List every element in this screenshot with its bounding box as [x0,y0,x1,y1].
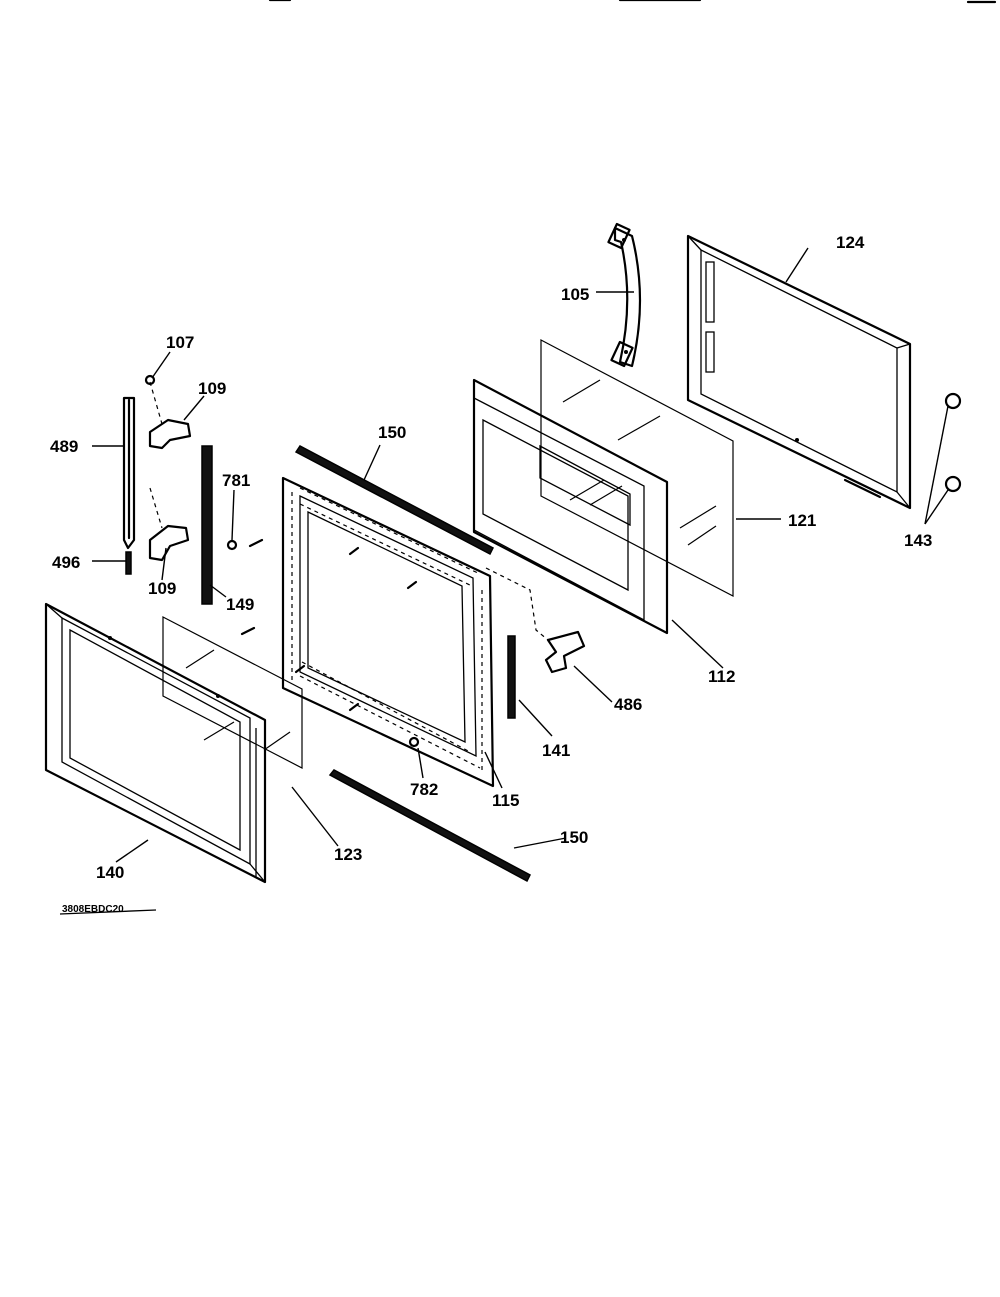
leader-lines [92,247,809,863]
inner-door-panel-112 [472,378,669,635]
screws-781 [226,538,418,712]
inner-door-frame-115 [281,476,495,788]
frame-perforations [291,487,483,772]
label-141: 141 [542,741,570,760]
hinge-486 [485,567,586,674]
latch-rod-489 [122,396,136,550]
glass-panel-123 [162,616,303,769]
label-140: 140 [96,863,124,882]
label-109-lower: 109 [148,579,176,598]
label-781: 781 [222,471,250,490]
screw-782 [408,736,420,748]
label-123: 123 [334,845,362,864]
label-107: 107 [166,333,194,352]
outer-door-140 [44,602,267,884]
screws-143 [924,392,962,525]
label-496: 496 [52,553,80,572]
label-149: 149 [226,595,254,614]
cropped-header-marks [268,0,997,4]
door-handle-105 [607,222,642,368]
drawing-code: 3808EBDC20 [62,904,124,915]
label-143: 143 [904,531,932,550]
side-strip-149 [201,445,213,605]
screw-107 [144,374,156,386]
label-105: 105 [561,285,589,304]
part-labels: 107 109 489 496 109 149 781 150 105 124 … [50,233,932,915]
label-489: 489 [50,437,78,456]
label-112: 112 [708,667,735,686]
seal-strip-150-top [294,445,494,556]
label-486: 486 [614,695,642,714]
label-109-upper: 109 [198,379,226,398]
label-150-bottom: 150 [560,828,588,847]
label-782: 782 [410,780,438,799]
label-115: 115 [492,791,519,810]
label-150-top: 150 [378,423,406,442]
clip-109-upper [148,381,192,450]
part-496 [125,551,132,575]
glass-panel-121 [540,339,734,597]
clip-109-lower [148,487,190,562]
seal-strip-150-bottom [328,769,531,883]
side-strip-141 [507,635,516,719]
back-panel-frame-124 [686,234,912,510]
label-121: 121 [788,511,816,530]
label-124: 124 [836,233,865,252]
